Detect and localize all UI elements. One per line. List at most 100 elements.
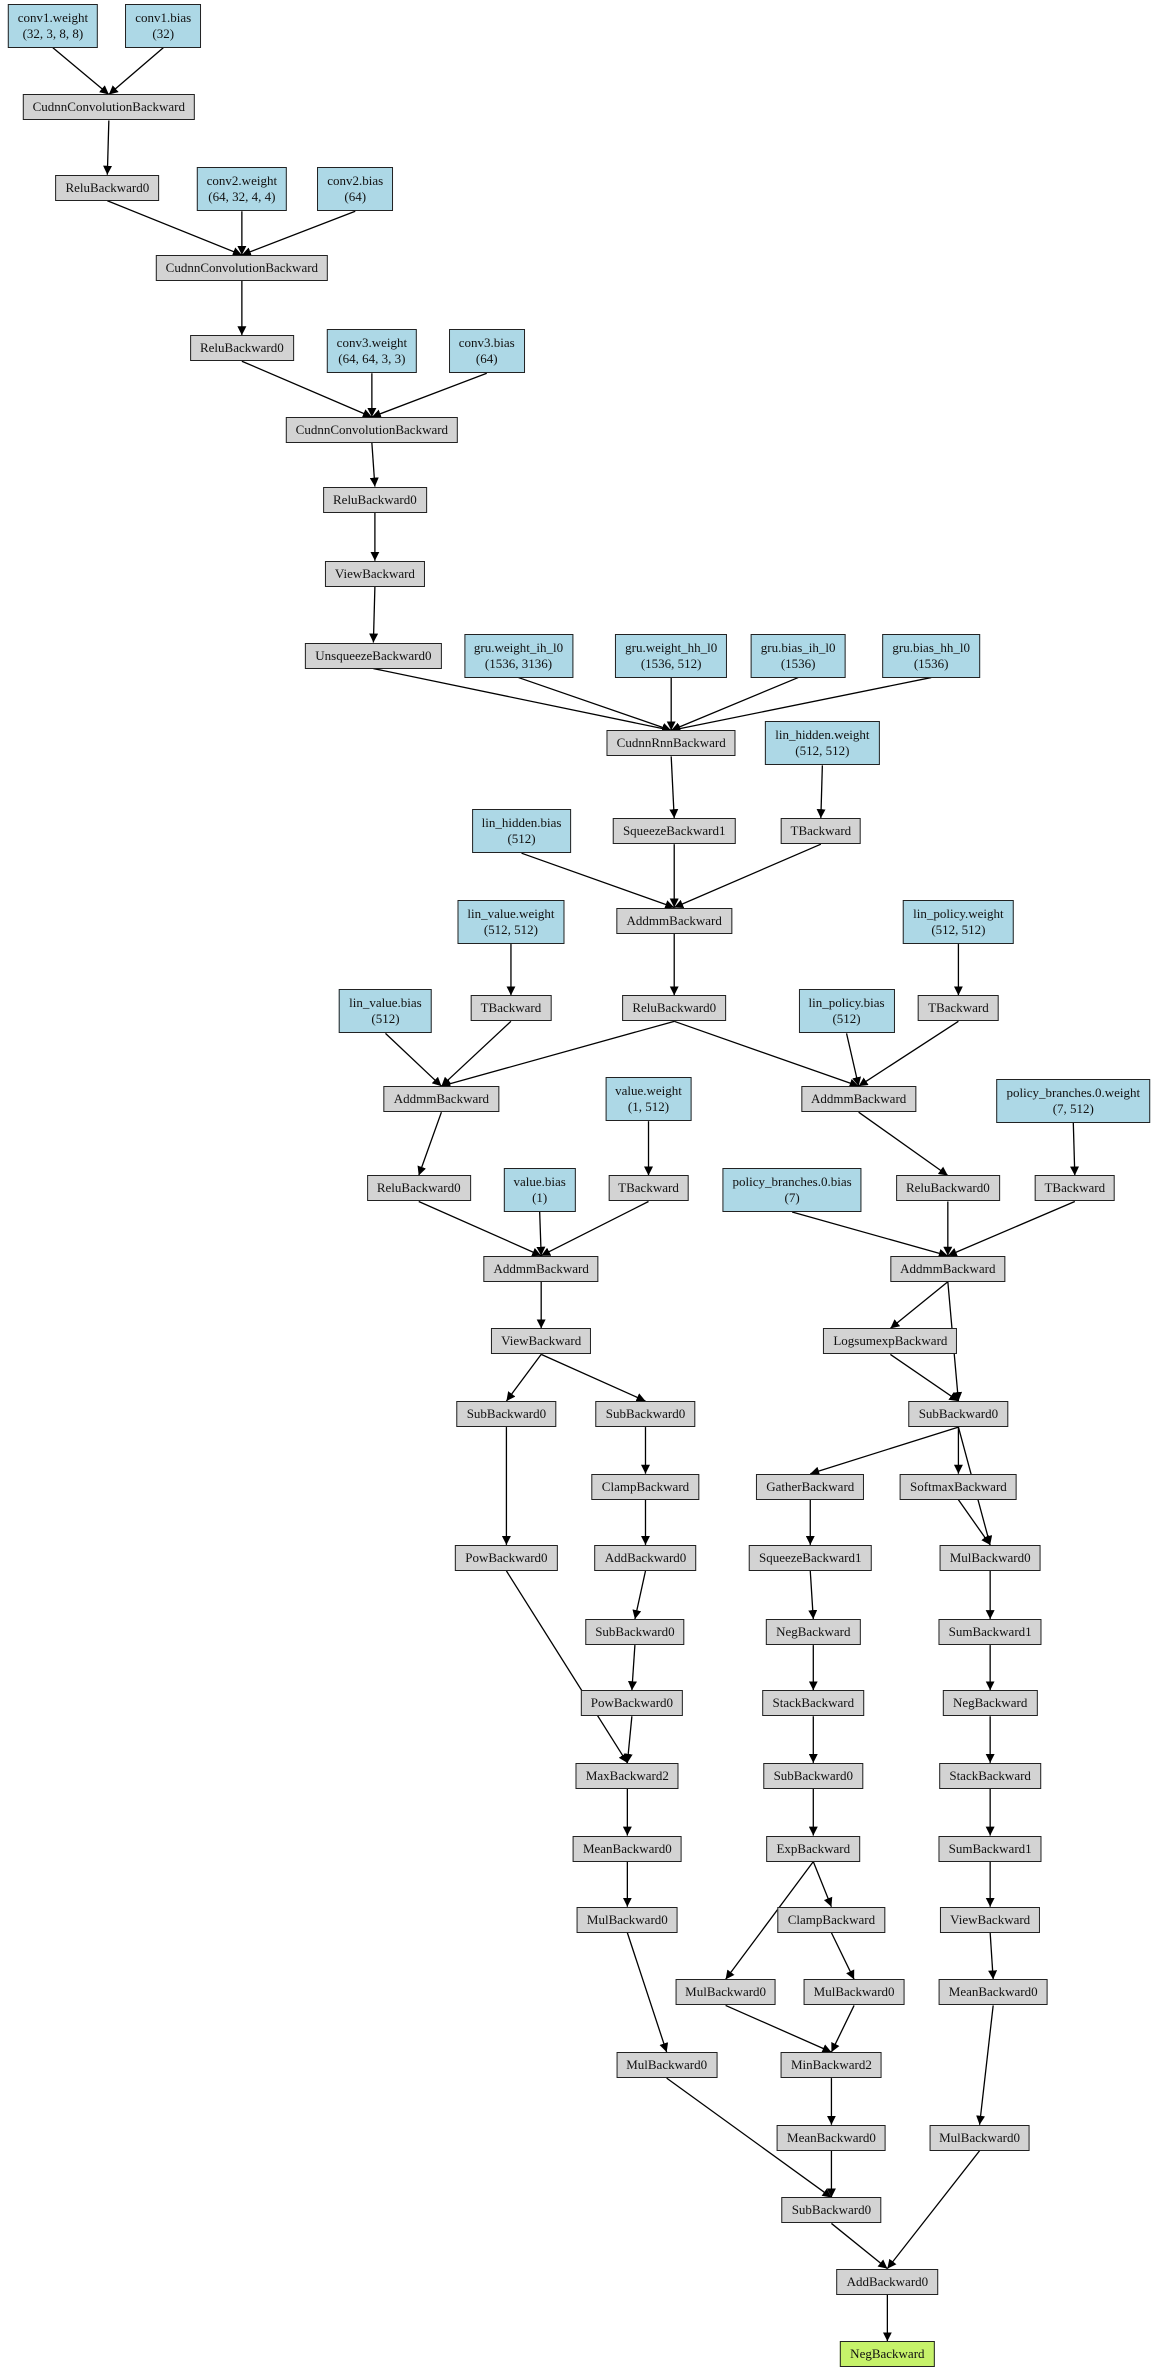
node-label: lin_value.bias (349, 995, 422, 1011)
node-shape: (64) (475, 351, 498, 367)
node-label: ViewBackward (950, 1911, 1031, 1927)
node-label: ReluBackward0 (376, 1180, 461, 1196)
op-node-tbackward: TBackward (918, 995, 999, 1022)
op-node-clampbackward: ClampBackward (777, 1906, 886, 1933)
output-node-negbackward: NegBackward (840, 2341, 935, 2368)
op-node-stackbackward: StackBackward (762, 1690, 865, 1717)
op-node-mulbackward0: MulBackward0 (576, 1906, 678, 1933)
edge-arrow (830, 1932, 855, 1980)
edge-arrow (417, 1111, 443, 1176)
node-label: lin_value.weight (467, 906, 555, 922)
op-node-subbackward0: SubBackward0 (585, 1619, 685, 1646)
edge-arrow (626, 1932, 669, 2053)
node-shape: (512, 512) (483, 922, 539, 938)
op-node-subbackward0: SubBackward0 (595, 1401, 696, 1428)
node-label: UnsqueezeBackward0 (315, 647, 432, 663)
node-shape: (512) (832, 1011, 861, 1027)
edge-arrow (725, 2004, 832, 2053)
node-label: gru.weight_hh_l0 (625, 639, 718, 655)
op-node-relubackward0: ReluBackward0 (323, 486, 427, 513)
parameter-node-lin-policy-weight: lin_policy.weight(512, 512) (903, 900, 1014, 945)
edge-arrow (441, 1020, 675, 1089)
op-node-meanbackward0: MeanBackward0 (938, 1979, 1048, 2006)
node-label: SubBackward0 (918, 1406, 999, 1422)
node-label: PowBackward0 (465, 1549, 548, 1565)
node-label: lin_hidden.weight (775, 727, 870, 743)
node-label: ReluBackward0 (632, 1000, 717, 1016)
parameter-node-policy-branches-0-weight: policy_branches.0.weight(7, 512) (996, 1078, 1151, 1123)
node-label: SubBackward0 (595, 1624, 675, 1640)
op-node-viewbackward: ViewBackward (324, 560, 425, 587)
edge-arrow (52, 47, 110, 95)
node-label: SubBackward0 (773, 1767, 853, 1783)
edge-arrow (627, 1645, 637, 1691)
edge-arrow (812, 1861, 833, 1907)
op-node-subbackward0: SubBackward0 (763, 1762, 863, 1789)
edge-arrow (521, 852, 675, 909)
edge-arrow (976, 2005, 994, 2125)
edge-arrow (107, 200, 243, 256)
edge-arrow (858, 1111, 949, 1177)
op-node-negbackward: NegBackward (942, 1690, 1038, 1717)
op-node-tbackward: TBackward (780, 818, 862, 845)
node-label: AddmmBackward (810, 1091, 907, 1107)
edge-arrow (518, 676, 672, 732)
edge-arrow (440, 1020, 512, 1087)
edge-arrow (858, 1020, 959, 1087)
op-node-mulbackward0: MulBackward0 (939, 1544, 1041, 1571)
edge-arrow (632, 1570, 647, 1620)
node-label: SumBackward1 (948, 1624, 1032, 1640)
op-node-relubackward0: ReluBackward0 (366, 1175, 471, 1202)
op-node-tbackward: TBackward (608, 1175, 689, 1202)
node-shape: (512) (507, 831, 536, 847)
node-label: conv2.bias (327, 173, 384, 189)
node-label: StackBackward (772, 1695, 855, 1711)
edge-arrow (536, 1211, 546, 1256)
parameter-node-lin-value-weight: lin_value.weight(512, 512) (457, 900, 565, 945)
op-node-sumbackward1: SumBackward1 (938, 1619, 1042, 1646)
edge-arrow (791, 1211, 949, 1258)
node-label: CudnnConvolutionBackward (295, 421, 449, 437)
node-label: MinBackward2 (790, 2057, 872, 2073)
op-node-sumbackward1: SumBackward1 (938, 1835, 1042, 1862)
node-label: TBackward (1044, 1180, 1106, 1196)
op-node-gatherbackward: GatherBackward (756, 1473, 865, 1500)
node-label: MulBackward0 (586, 1911, 668, 1927)
op-node-cudnnconvolutionbackward: CudnnConvolutionBackward (285, 416, 459, 443)
op-node-addmmbackward: AddmmBackward (616, 907, 732, 934)
op-node-addbackward0: AddBackward0 (594, 1544, 697, 1571)
node-label: value.weight (615, 1083, 682, 1099)
parameter-node-conv2-weight: conv2.weight(64, 32, 4, 4) (196, 167, 288, 212)
node-label: SqueezeBackward1 (622, 823, 726, 839)
op-node-viewbackward: ViewBackward (491, 1328, 592, 1355)
node-label: SubBackward0 (791, 2202, 872, 2218)
edge-arrow (371, 372, 487, 418)
node-label: ClampBackward (601, 1478, 690, 1494)
node-label: AddmmBackward (626, 912, 722, 928)
edge-arrow (241, 360, 373, 418)
edge-arrow (671, 676, 932, 733)
node-label: GatherBackward (766, 1478, 855, 1494)
node-label: MulBackward0 (813, 1984, 895, 2000)
op-node-mulbackward0: MulBackward0 (803, 1979, 905, 2006)
edge-arrow (369, 586, 379, 643)
parameter-node-lin-value-bias: lin_value.bias(512) (339, 989, 432, 1034)
node-label: PowBackward0 (590, 1695, 674, 1711)
op-node-tbackward: TBackward (1034, 1175, 1116, 1202)
node-label: lin_policy.weight (913, 906, 1004, 922)
op-node-relubackward0: ReluBackward0 (55, 174, 160, 201)
node-label: SqueezeBackward1 (758, 1549, 862, 1565)
node-label: MulBackward0 (949, 1549, 1031, 1565)
node-shape: (1536) (913, 655, 949, 671)
edge-arrow (957, 1499, 991, 1546)
edge-arrow (830, 2005, 855, 2053)
node-label: ViewBackward (334, 565, 415, 581)
edge-arrow (673, 843, 822, 909)
node-label: SubBackward0 (466, 1406, 547, 1422)
edge-arrow (988, 1932, 998, 1980)
node-label: gru.bias_hh_l0 (892, 639, 971, 655)
op-node-tbackward: TBackward (470, 995, 552, 1022)
parameter-node-value-bias: value.bias(1) (503, 1168, 576, 1212)
node-label: policy_branches.0.weight (1006, 1084, 1141, 1100)
